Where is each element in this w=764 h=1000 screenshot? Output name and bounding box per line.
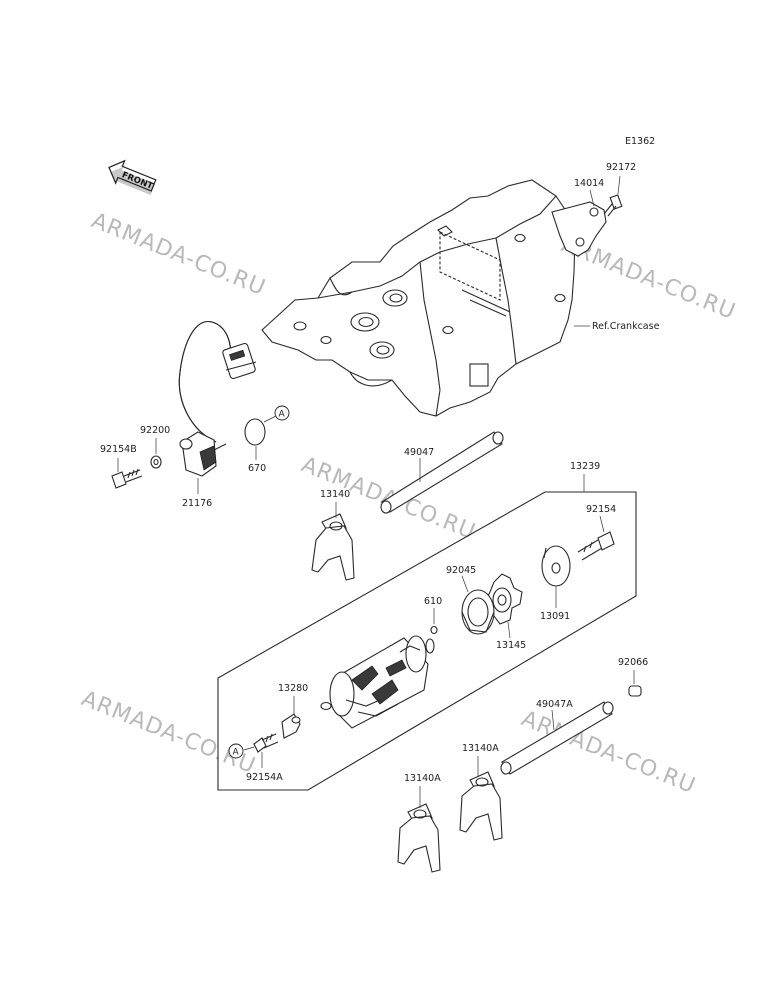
part-92154b-bolt (111, 458, 143, 489)
label-670: 670 (248, 463, 266, 474)
label-92154: 92154 (586, 504, 616, 515)
label-13145: 13145 (496, 640, 526, 651)
circle-ref-a-upper-label: A (279, 410, 286, 420)
label-13140a-left: 13140A (404, 773, 441, 784)
label-13140: 13140 (320, 489, 350, 500)
label-13140a-right: 13140A (462, 743, 499, 754)
part-92045-bearing (461, 575, 495, 635)
part-92200-washer (150, 438, 162, 469)
drum-washer (320, 701, 332, 711)
label-92066: 92066 (618, 657, 648, 668)
label-92045: 92045 (446, 565, 476, 576)
part-92154-bolt (577, 515, 615, 561)
ref-crankcase-note: Ref.Crankcase (592, 321, 660, 332)
label-92172: 92172 (606, 162, 636, 173)
part-13140a-shift-fork-right (459, 756, 503, 841)
label-49047a: 49047A (536, 699, 573, 710)
diagram-code: E1362 (625, 136, 655, 147)
part-13280-pin (281, 696, 301, 739)
part-92066-plug (628, 670, 642, 697)
part-14014-bracket (551, 189, 607, 257)
part-670-oring (244, 415, 277, 460)
part-13091-plate (541, 545, 571, 608)
label-13091: 13091 (540, 611, 570, 622)
part-610-pin (430, 608, 438, 635)
label-49047: 49047 (404, 447, 434, 458)
part-92172-bolt (603, 175, 623, 217)
part-92154a-bolt (253, 733, 279, 768)
part-49047a-shaft (500, 701, 614, 775)
front-arrow-icon: FRONT (108, 159, 157, 196)
label-21176: 21176 (182, 498, 212, 509)
watermark-4: ARMADA-CO.RU (78, 686, 259, 779)
part-13140a-shift-fork-left (397, 786, 441, 873)
part-13145-star-cam (485, 573, 523, 639)
label-13239: 13239 (570, 461, 600, 472)
watermarks: ARMADA-CO.RU ARMADA-CO.RU ARMADA-CO.RU A… (78, 208, 739, 799)
part-13140-shift-fork (311, 502, 355, 581)
label-14014: 14014 (574, 178, 604, 189)
part-21176-sensor (178, 321, 257, 494)
part-49047-shaft (380, 431, 504, 514)
assembly-frame-13239 (217, 474, 637, 791)
label-610: 610 (424, 596, 442, 607)
label-92200: 92200 (140, 425, 170, 436)
circle-ref-a-lower-label: A (233, 748, 240, 758)
label-92154a: 92154A (246, 772, 283, 783)
circle-ref-a-lower: A (228, 743, 244, 759)
part-shift-drum (329, 635, 435, 729)
crankcase-outline (261, 179, 576, 417)
label-92154b: 92154B (100, 444, 137, 455)
label-13280: 13280 (278, 683, 308, 694)
watermark-1: ARMADA-CO.RU (88, 208, 269, 301)
circle-ref-a-upper: A (274, 405, 290, 421)
